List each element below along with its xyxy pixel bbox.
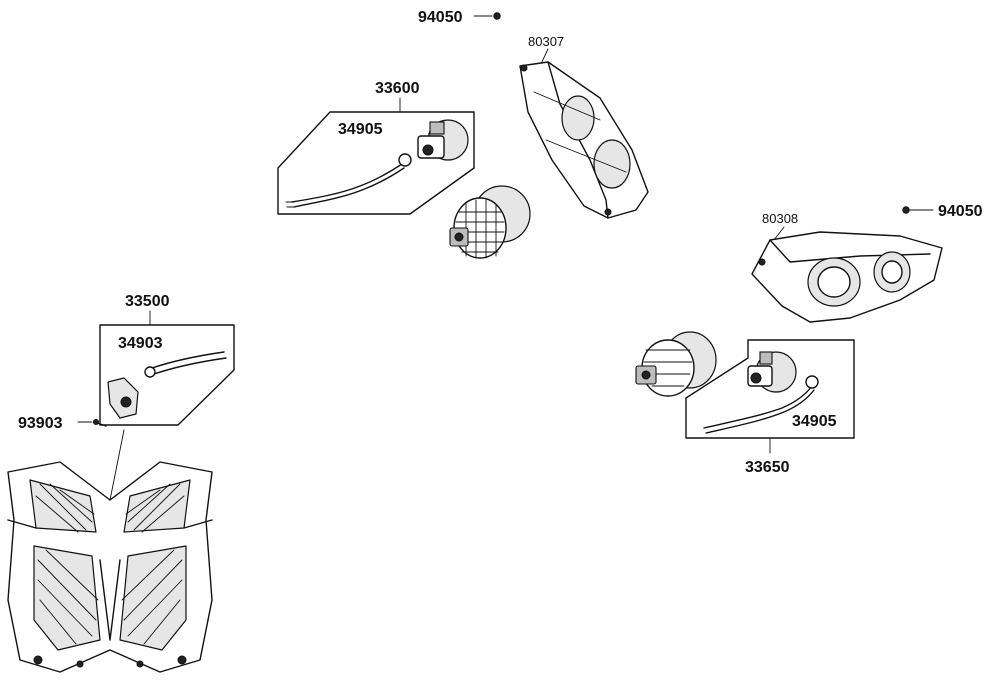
kit-box-33650[interactable] [685,339,855,439]
callout-93903[interactable]: 93903 [18,415,63,432]
nut-94050-right[interactable] [902,206,910,214]
callout-34905-left[interactable]: 34905 [338,121,383,138]
wire-harness-34905-right[interactable] [703,375,819,434]
wire-harness-34903[interactable] [144,351,227,378]
screw-93903[interactable] [93,419,107,427]
callout-33650[interactable]: 33650 [745,459,790,476]
callout-33500[interactable]: 33500 [125,293,170,310]
callout-94050-right[interactable]: 94050 [938,203,983,220]
position-lamp-socket[interactable] [107,377,139,419]
callout-94050-top[interactable]: 94050 [418,9,463,26]
headlight-housing-80308[interactable] [751,231,943,323]
grille-mesh [35,483,185,645]
front-cover-grille[interactable] [7,461,213,673]
headlight-housing-80307[interactable] [519,61,649,219]
callout-34905-right[interactable]: 34905 [792,413,837,430]
headlight-lens-left[interactable] [449,185,531,259]
kit-box-33500[interactable] [99,324,235,426]
kit-box-33600[interactable] [277,111,475,215]
callout-80308[interactable]: 80308 [762,211,798,226]
callout-80307[interactable]: 80307 [528,34,564,49]
bulb-socket-right[interactable] [747,351,797,393]
nut-94050-top[interactable] [493,12,501,20]
bulb-socket-left[interactable] [417,119,469,161]
leader-position-lamp [109,429,125,501]
callout-34903[interactable]: 34903 [118,335,163,352]
leader-80308 [773,226,785,241]
wire-harness-34905-left[interactable] [285,153,412,208]
callout-33600[interactable]: 33600 [375,80,420,97]
headlight-lens-right[interactable] [635,331,717,397]
